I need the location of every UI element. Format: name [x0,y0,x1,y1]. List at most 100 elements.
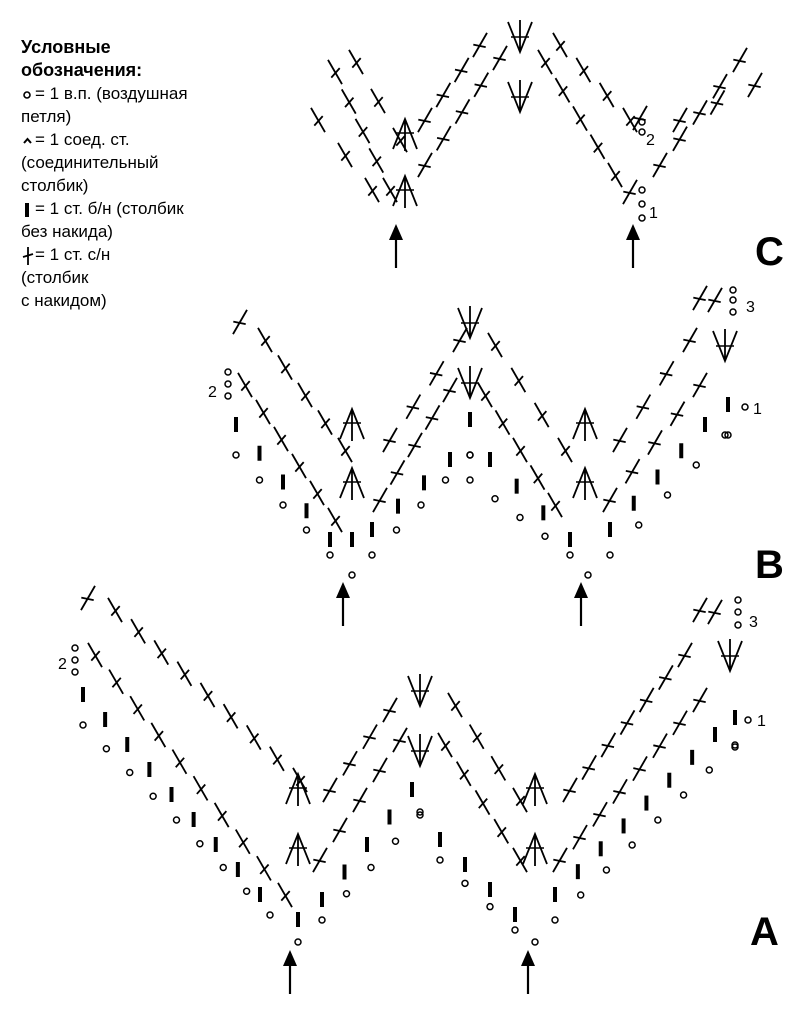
chain-stitch [232,451,240,459]
double-crochet-stitch [658,360,675,386]
double-crochet-stitch [129,695,146,721]
dc-cluster-up [572,406,598,441]
double-crochet-stitch [454,98,471,125]
dc-cluster-down [457,306,483,341]
double-crochet-stitch [234,829,251,855]
double-crochet-stitch [322,777,338,803]
single-crochet-stitch [667,772,672,788]
row-label-c-1: 1 [649,205,658,222]
double-crochet-stitch [372,487,388,513]
double-crochet-stitch [107,597,123,623]
double-crochet-stitch [635,394,652,420]
single-crochet-stitch [342,864,347,880]
single-crochet-stitch [438,832,442,847]
double-crochet-stitch [424,404,441,431]
double-crochet-stitch [309,480,325,506]
legend-item-chain: = 1 в.п. (воздушная петля) [21,82,251,128]
double-crochet-stitch [493,818,510,844]
double-crochet-stitch [552,847,568,873]
double-crochet-stitch [632,755,648,782]
single-crochet-stitch [488,882,492,897]
double-crochet-stitch [370,88,386,114]
single-crochet-stitch [396,498,400,514]
dc-cluster-up [392,116,418,151]
double-crochet-stitch [692,597,708,623]
chain-stitch [294,938,302,946]
start-arrow-icon [283,950,297,994]
single-crochet-stitch [258,887,262,902]
double-crochet-stitch [273,426,289,452]
single-crochet-stitch [703,417,707,432]
single-crochet-stitch [690,749,695,765]
chain-stitch [79,721,87,729]
single-crochet-stitch [468,412,472,427]
double-crochet-stitch [494,409,511,436]
double-crochet-stitch [192,775,209,801]
start-arrow-icon [336,582,350,626]
chain-stitch [638,200,646,208]
double-crochet-stitch [337,437,353,463]
double-crochet-stitch [352,787,368,813]
double-crochet-stitch [562,777,578,803]
single-crochet-stitch [328,532,332,547]
chain-stitch [219,863,227,872]
double-crochet-stitch [575,57,592,83]
chain-stitch [635,521,643,529]
double-crochet-stitch [592,801,608,827]
chain-stitch [486,902,494,911]
double-crochet-stitch [612,427,628,453]
double-crochet-stitch [435,82,452,108]
legend-sc-text: = 1 ст. б/н (столбик [35,199,184,218]
chain-stitch [551,916,559,924]
double-crochet-stitch [327,507,343,533]
single-crochet-stitch [213,837,218,852]
chain-stitch [466,451,474,459]
dc-cluster-down [507,20,533,55]
legend-item-slip: = 1 соед. ст. (соединительный столбик) [21,128,251,197]
chain-stitch [741,403,749,411]
single-crochet-stitch [733,710,737,725]
chain-stitch [348,571,356,579]
double-crochet-stitch [312,847,328,873]
double-crochet-stitch [600,732,617,758]
double-crochet-stitch [632,105,648,131]
double-crochet-stitch [342,750,358,776]
legend-slip-text-3: столбик) [21,176,89,195]
double-crochet-icon [21,243,35,266]
row-label-b-2: 2 [208,384,217,401]
double-crochet-stitch [602,487,618,513]
double-crochet-stitch [372,757,388,783]
double-crochet-stitch [692,99,708,126]
start-arrow-icon [574,582,588,626]
chain-stitch [441,476,450,484]
chain-stitch [255,476,264,484]
single-crochet-stitch [370,522,374,537]
chain-stitch [576,891,585,899]
dc-cluster-down [717,639,743,674]
double-crochet-stitch [199,682,216,708]
chain-stitch [326,551,334,559]
double-crochet-stitch [428,360,445,386]
chain-stitch [541,532,549,540]
chain-icon [21,82,35,105]
double-crochet-stitch [213,802,230,828]
single-crochet-stitch [103,712,108,727]
legend-dc-text-2: (столбик [21,268,89,287]
chain-stitch [461,879,469,888]
chain-stitch [724,431,732,439]
double-crochet-stitch [277,882,293,908]
single-crochet-stitch [125,737,130,752]
double-crochet-stitch [474,789,491,816]
double-crochet-stitch [354,118,371,144]
double-crochet-stitch [512,787,528,813]
double-crochet-stitch [652,152,668,178]
double-crochet-stitch [589,134,606,160]
chain-stitch [242,887,251,895]
single-crochet-stitch [281,474,285,490]
single-crochet-stitch [631,495,636,511]
legend-dc-text: = 1 ст. с/н [35,245,111,264]
chain-stitch [731,743,739,751]
double-crochet-stitch [389,459,406,486]
chain-stitch [342,890,351,898]
single-crochet-stitch [514,478,519,494]
